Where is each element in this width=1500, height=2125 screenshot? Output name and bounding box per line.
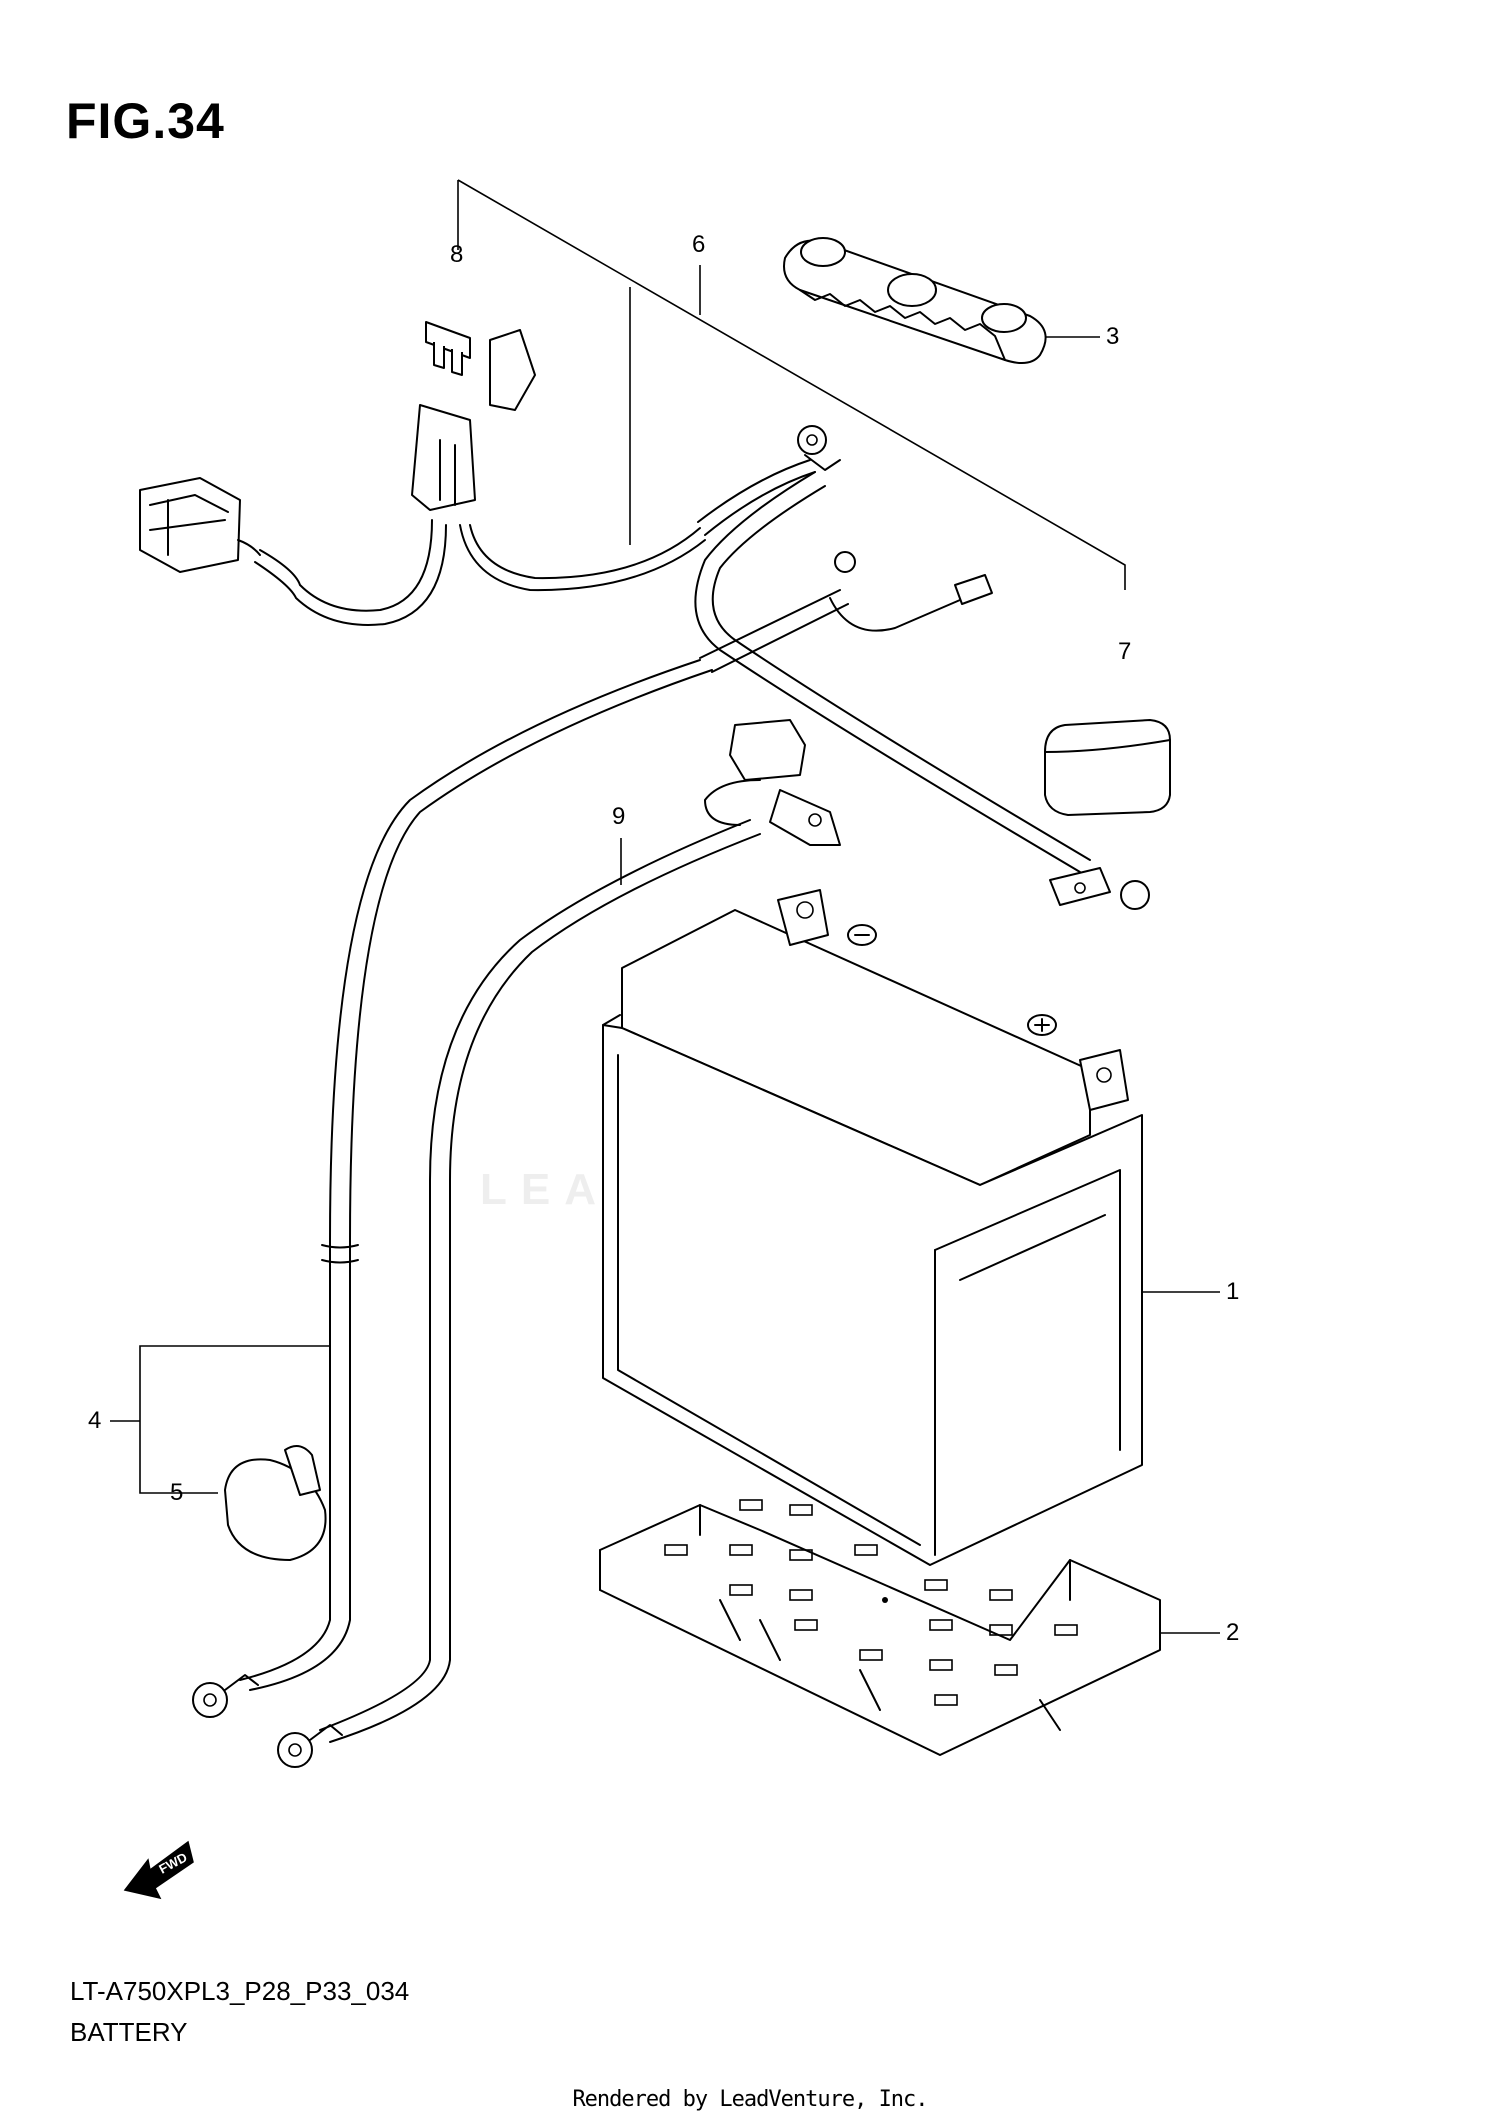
battery-tray-part-2 <box>599 1499 1161 1756</box>
callout-1[interactable]: 1 <box>1226 1278 1240 1305</box>
relay-part-7 <box>1044 719 1171 816</box>
fuse-part-8 <box>425 321 471 376</box>
callout-6[interactable]: 6 <box>692 231 706 258</box>
fwd-arrow-badge: FWD <box>123 1840 194 1900</box>
callout-3[interactable]: 3 <box>1106 323 1120 350</box>
callout-5[interactable]: 5 <box>170 1479 184 1506</box>
callout-4[interactable]: 4 <box>88 1407 102 1434</box>
terminal-cover-part-3 <box>783 237 1047 365</box>
render-credit: Rendered by LeadVenture, Inc. <box>572 2087 928 2112</box>
leader-group-6-7-8 <box>457 179 1126 590</box>
figure-title: FIG.34 <box>66 93 225 149</box>
callout-9[interactable]: 9 <box>612 803 626 830</box>
model-code: LT-A750XPL3_P28_P33_034 <box>70 1976 410 2006</box>
leader-group-4-5 <box>110 1345 330 1494</box>
ground-cable-part-4 <box>192 551 993 1718</box>
positive-lead <box>694 471 1150 910</box>
callout-7[interactable]: 7 <box>1118 638 1132 665</box>
callout-8[interactable]: 8 <box>450 241 464 268</box>
callout-2[interactable]: 2 <box>1226 1619 1240 1646</box>
terminal-cap-part-5 <box>224 1445 327 1561</box>
battery-part-1 <box>602 889 1143 1566</box>
main-harness-part-6 <box>139 329 841 626</box>
battery-cable-part-9 <box>277 719 841 1768</box>
tray-dot <box>882 1597 888 1603</box>
figure-caption: BATTERY <box>70 2017 188 2047</box>
tray-slots <box>664 1499 1078 1706</box>
